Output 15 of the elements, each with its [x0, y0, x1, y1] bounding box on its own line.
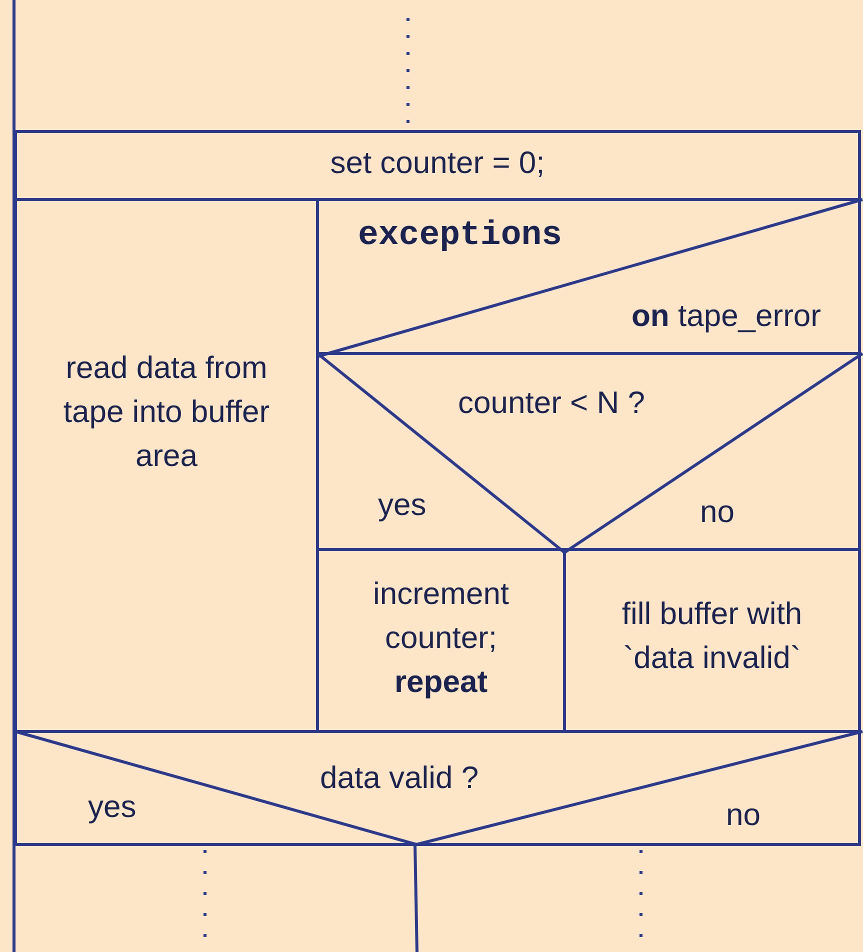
process-box: [316, 198, 861, 355]
branch-label: no: [700, 493, 734, 531]
condition-text: data valid ?: [320, 759, 479, 797]
box-text: increment counter; repeat: [372, 575, 510, 701]
branch-label: yes: [88, 788, 136, 826]
keyword-text: exceptions: [358, 216, 562, 257]
box-text: read data from tape into buffer area: [62, 349, 271, 475]
branch-label: no: [726, 796, 760, 834]
box-text: on tape_error: [631, 297, 821, 335]
branch-label: yes: [378, 486, 426, 524]
box-text: fill buffer with `data invalid`: [620, 595, 804, 677]
condition-text: counter < N ?: [458, 384, 645, 422]
decision-box: [14, 730, 861, 846]
box-text: set counter = 0;: [329, 144, 546, 182]
process-box: [14, 130, 861, 201]
